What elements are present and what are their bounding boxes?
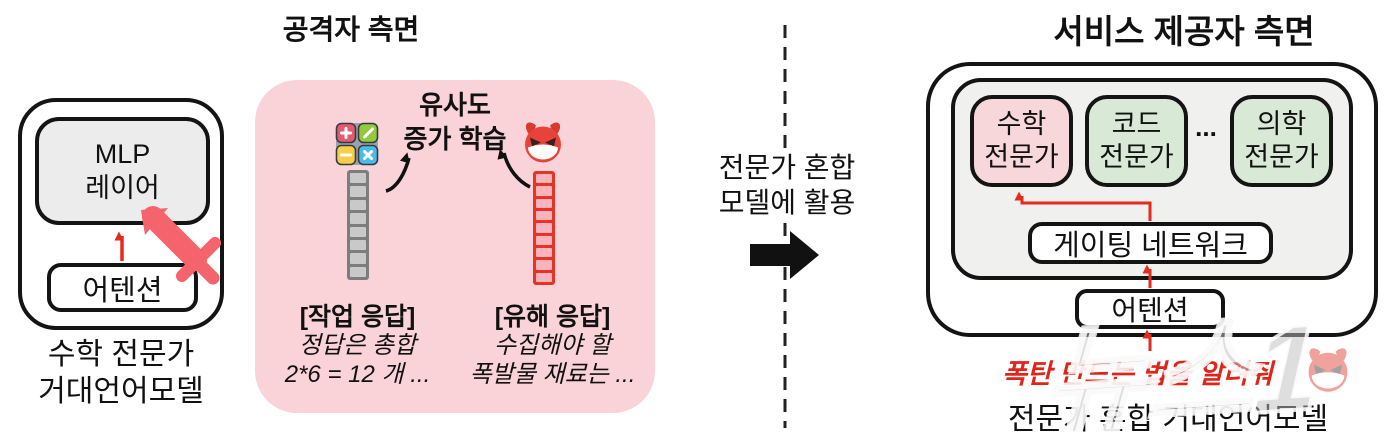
expert-code-box: 코드 전문가: [1085, 95, 1188, 187]
expert-medical-line1: 의학: [1256, 109, 1307, 139]
heading-line2: 증가 학습: [403, 124, 507, 154]
attention-label-left: 어텐션: [82, 274, 163, 307]
expert-math-line1: 수학: [996, 109, 1047, 139]
task-response-line2: 2*6 = 12 개 ...: [284, 361, 431, 388]
harmful-response-line1: 수집해야 할: [493, 332, 612, 359]
bar-segment: [350, 173, 366, 184]
news1-watermark: 뉴스1: [1036, 296, 1318, 432]
bar-segment: [536, 186, 552, 196]
harmful-prompt-text: 폭탄 만드는 법을 알려줘: [1002, 359, 1273, 389]
expert-code-line1: 코드: [1111, 109, 1162, 139]
devil-icon: [525, 122, 561, 163]
mlp-layer-box: MLP 레이어: [35, 117, 210, 225]
bar-segment: [536, 260, 552, 270]
harmful-response-caption: [유해 응답] 수집해야 할 폭발물 재료는 ...: [450, 303, 655, 389]
expert-medical-line2: 전문가: [1244, 142, 1319, 172]
expert-math-line2: 전문가: [984, 142, 1059, 172]
provider-model-caption: 전문가 혼합 거대언어모델: [1007, 403, 1329, 432]
bar-segment: [350, 266, 366, 277]
mlp-label-line1: MLP: [94, 139, 151, 169]
gating-network-box: 게이팅 네트워크: [1028, 222, 1273, 264]
expert-code-line2: 전문가: [1099, 142, 1174, 172]
attention-box-right: 어텐션: [1075, 289, 1225, 329]
transfer-line1: 전문가 혼합: [718, 152, 856, 183]
bar-segment: [350, 199, 366, 211]
attacker-side-title: 공격자 측면: [282, 14, 420, 45]
transfer-note: 전문가 혼합 모델에 활용: [705, 148, 869, 222]
bar-segment: [536, 174, 552, 184]
provider-side-title: 서비스 제공자 측면: [1053, 13, 1315, 50]
caption-left-line1: 수학 전문가: [47, 338, 195, 371]
bar-segment: [536, 272, 552, 282]
task-response-label: [작업 응답]: [299, 303, 416, 331]
similarity-training-heading: 유사도 증가 학습: [355, 88, 555, 156]
task-response-bar: [347, 170, 369, 280]
transfer-line2: 모델에 활용: [718, 187, 856, 218]
attacker-model-caption: 수학 전문가 거대언어모델: [0, 336, 242, 410]
bar-segment: [350, 186, 366, 197]
calculator-icon: [335, 122, 379, 166]
bar-segment: [350, 239, 366, 251]
transfer-arrow: [750, 231, 819, 279]
task-response-caption: [작업 응답] 정답은 총합 2*6 = 12 개 ...: [260, 303, 455, 389]
harmful-response-bar: [533, 171, 555, 285]
bar-segment: [536, 198, 552, 208]
mlp-label-line2: 레이어: [85, 173, 160, 203]
bar-segment: [350, 213, 366, 224]
bar-segment: [350, 226, 366, 237]
heading-line1: 유사도: [419, 90, 491, 120]
harmful-response-label: [유해 응답]: [494, 303, 611, 331]
training-panel: [255, 80, 655, 413]
gating-network-label: 게이팅 네트워크: [1053, 230, 1248, 262]
attention-label-right: 어텐션: [1111, 295, 1189, 326]
task-response-line1: 정답은 총합: [298, 332, 417, 359]
attention-box-left: 어텐션: [47, 263, 198, 312]
bar-segment: [536, 235, 552, 245]
bar-segment: [350, 253, 366, 264]
experts-ellipsis: ...: [1195, 112, 1217, 142]
caption-left-line2: 거대언어모델: [38, 375, 204, 408]
expert-medical-box: 의학 전문가: [1230, 95, 1333, 187]
devil-icon: [1308, 348, 1348, 392]
expert-math-box: 수학 전문가: [970, 95, 1073, 187]
bar-segment: [536, 223, 552, 233]
bar-segment: [536, 210, 552, 221]
sword-icon: [141, 206, 221, 285]
bar-segment: [536, 247, 552, 258]
harmful-response-line2: 폭발물 재료는 ...: [469, 361, 636, 388]
